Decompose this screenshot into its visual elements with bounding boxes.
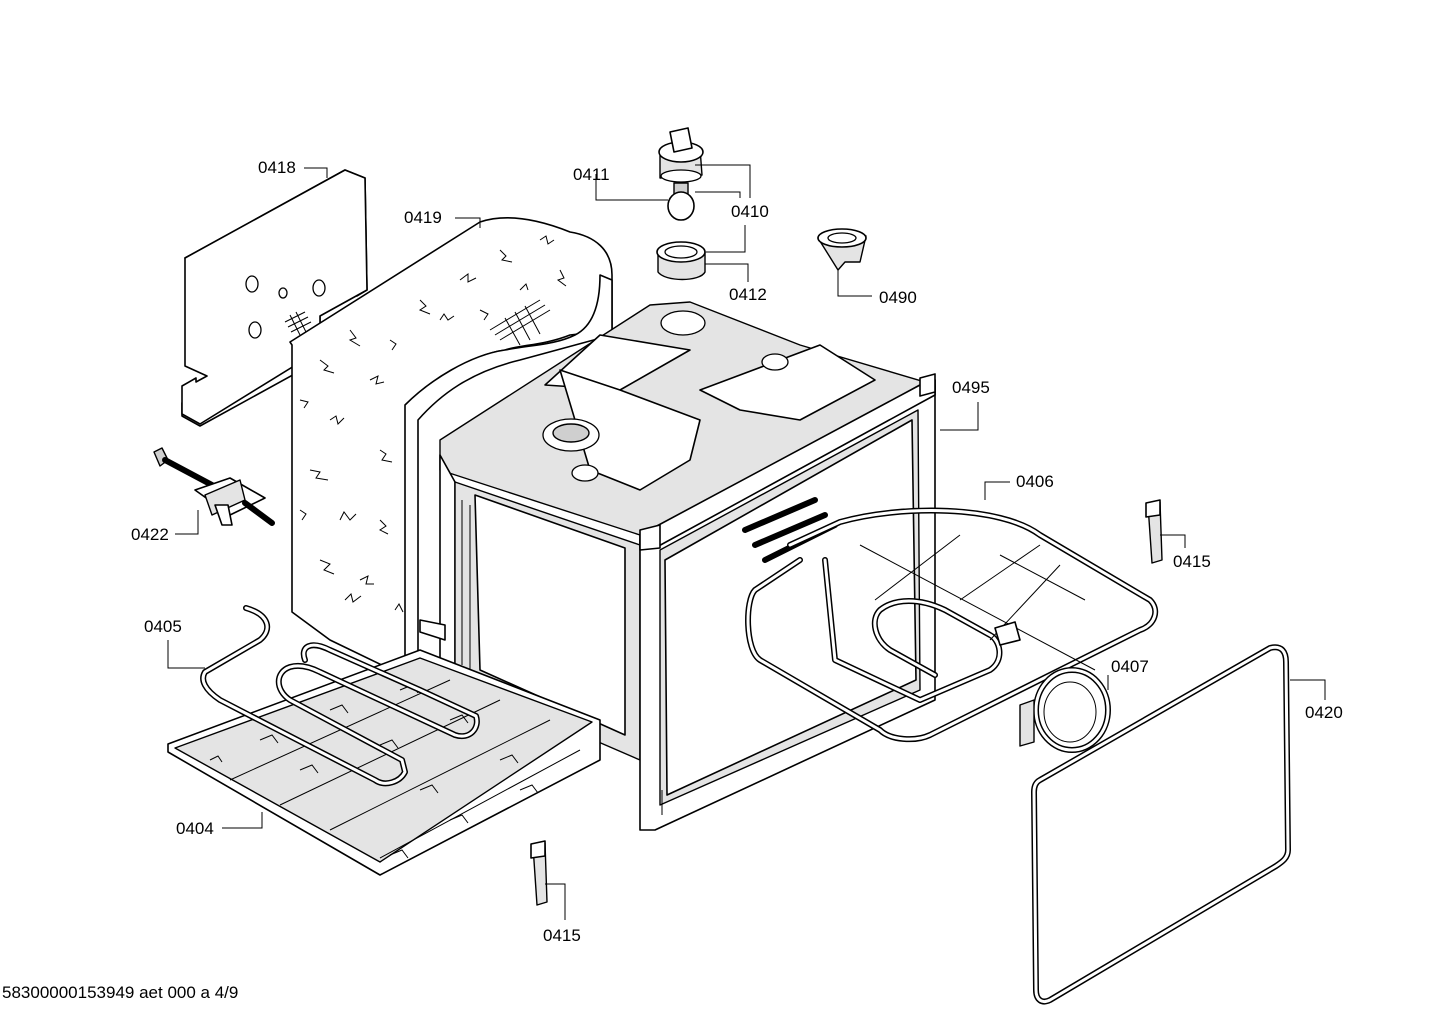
leader-lines bbox=[167, 164, 1326, 920]
part-0415-hinge-clip-bottom[interactable] bbox=[530, 840, 548, 906]
label-0407: 0407 bbox=[1111, 657, 1149, 676]
label-0419: 0419 bbox=[404, 208, 442, 227]
part-0419-insulation-wrap[interactable] bbox=[289, 217, 613, 671]
label-0495: 0495 bbox=[952, 378, 990, 397]
label-0412: 0412 bbox=[729, 285, 767, 304]
part-0415-hinge-clip-right[interactable] bbox=[1145, 499, 1163, 564]
label-0422: 0422 bbox=[131, 525, 169, 544]
part-0406-grill-element[interactable] bbox=[742, 497, 1159, 743]
part-labels: 0418 0419 0411 0410 0412 0490 0495 0406 … bbox=[131, 158, 1343, 945]
label-0406: 0406 bbox=[1016, 472, 1054, 491]
label-0420: 0420 bbox=[1305, 703, 1343, 722]
part-0410-lamp-cover[interactable] bbox=[658, 127, 704, 183]
document-code: 58300000153949 aet 000 a 4/9 bbox=[2, 983, 238, 1002]
label-0404: 0404 bbox=[176, 819, 214, 838]
label-0415-right: 0415 bbox=[1173, 552, 1211, 571]
part-0420-door-gasket[interactable] bbox=[1031, 644, 1291, 1005]
label-0490: 0490 bbox=[879, 288, 917, 307]
label-0415-bottom: 0415 bbox=[543, 926, 581, 945]
part-0407-circular-heating-element[interactable] bbox=[1019, 667, 1111, 753]
label-0405: 0405 bbox=[144, 617, 182, 636]
part-0418-rear-panel[interactable] bbox=[181, 169, 368, 427]
label-0411: 0411 bbox=[573, 165, 610, 184]
part-0490-lamp-holder[interactable] bbox=[817, 228, 867, 271]
label-0418: 0418 bbox=[258, 158, 296, 177]
part-0404-bottom-tray[interactable] bbox=[167, 649, 601, 876]
part-0405-lower-heating-element[interactable] bbox=[200, 605, 480, 787]
part-0411-lamp-bulb[interactable] bbox=[667, 182, 695, 221]
part-0412-lamp-socket-ring[interactable] bbox=[656, 241, 706, 281]
label-0410: 0410 bbox=[731, 202, 769, 221]
part-0422-temperature-sensor[interactable] bbox=[153, 447, 275, 526]
